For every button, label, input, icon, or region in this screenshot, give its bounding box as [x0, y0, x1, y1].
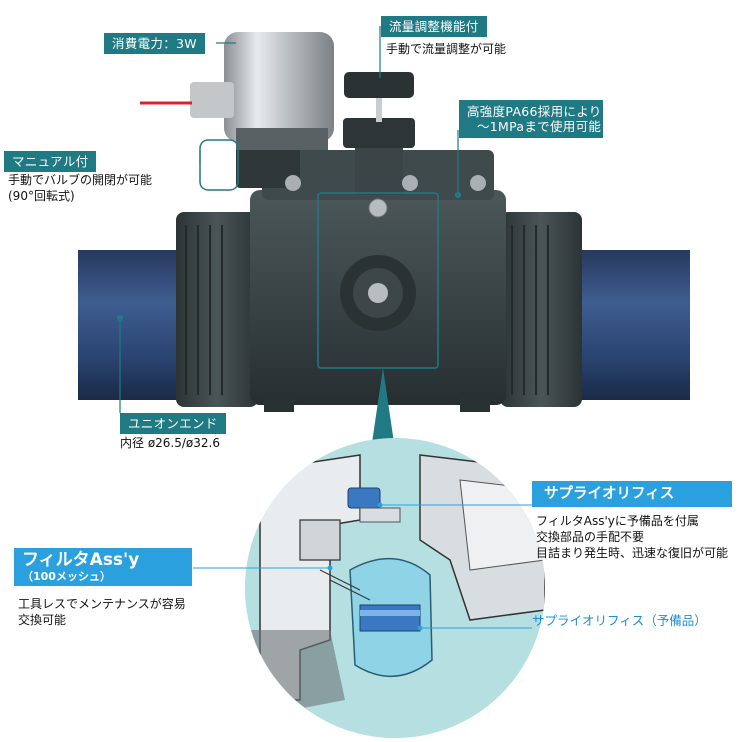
supply-spare-label: サプライオリフィス（予備品） [532, 613, 707, 628]
manual-highlight [199, 139, 239, 191]
left-pipe [78, 250, 188, 400]
supply-desc-1: フィルタAss'yに予備品を付属 [536, 514, 699, 528]
filter-assy-label: フィルタAss'y （100メッシュ） [14, 548, 192, 586]
manual-label: マニュアル付 [4, 151, 97, 172]
spare-orifice [359, 604, 421, 632]
highlight-frame [317, 192, 439, 369]
strength-line-1: 高強度PA66採用により [467, 104, 602, 119]
right-union-end [500, 212, 582, 407]
flow-knob [344, 72, 414, 98]
power-label: 消費電力：3W [104, 33, 205, 54]
supply-desc-3: 目詰まり発生時、迅速な復旧が可能 [536, 546, 729, 560]
strength-label: 高強度PA66採用により 〜1MPaまで使用可能 [459, 100, 603, 138]
left-union-end [176, 212, 258, 407]
flow-desc: 手動で流量調整が可能 [386, 42, 507, 56]
supply-orifice-label: サプライオリフィス [532, 481, 732, 507]
solenoid-coil [224, 32, 334, 142]
flow-label: 流量調整機能付 [381, 16, 487, 37]
union-desc: 内径 ø26.5/ø32.6 [120, 436, 220, 450]
manual-desc-1: 手動でバルブの開閉が可能 [8, 173, 153, 187]
manual-desc-2: (90°回転式) [8, 189, 75, 203]
filter-assy-title: フィルタAss'y [22, 550, 140, 570]
filter-desc-2: 交換可能 [18, 613, 67, 627]
strength-line-2: 〜1MPaまで使用可能 [477, 119, 602, 134]
connector [190, 82, 234, 118]
supply-desc-2: 交換部品の手配不要 [536, 530, 645, 544]
filter-assy-sub: （100メッシュ） [22, 570, 111, 583]
right-pipe [578, 250, 690, 400]
filter-desc-1: 工具レスでメンテナンスが容易 [18, 597, 186, 611]
supply-orifice [347, 487, 381, 509]
union-label: ユニオンエンド [120, 413, 226, 434]
manual-lever [236, 140, 300, 188]
flow-nut [343, 118, 415, 148]
